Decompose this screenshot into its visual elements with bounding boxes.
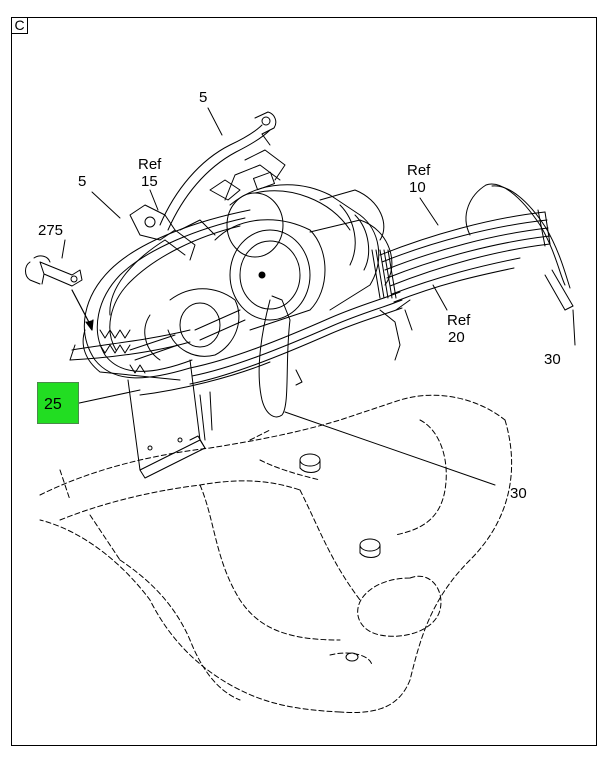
callout-ref10-number: 10 xyxy=(409,179,426,196)
callout-ref15-number: 15 xyxy=(141,173,158,190)
callout-30-bottom: 30 xyxy=(510,485,527,502)
tank-outline xyxy=(39,394,513,714)
view-letter-label: C xyxy=(11,17,28,34)
callout-5-left: 5 xyxy=(78,173,87,190)
starter-motor xyxy=(129,149,393,361)
callout-ref20-label: Ref xyxy=(447,312,471,329)
lower-cables xyxy=(139,291,413,441)
cable-loop xyxy=(69,209,251,381)
upper-cable xyxy=(159,111,277,231)
callout-5-top: 5 xyxy=(199,89,208,106)
tank-studs xyxy=(299,453,381,662)
clip-275 xyxy=(25,255,83,287)
main-harness xyxy=(371,183,574,311)
leader-lines xyxy=(61,107,576,486)
callout-275: 275 xyxy=(38,222,64,239)
mounting-bracket xyxy=(127,359,206,479)
callout-30-right: 30 xyxy=(544,351,561,368)
callout-ref15-label: Ref xyxy=(138,156,162,173)
callout-25-label: 25 xyxy=(44,396,62,413)
arrow-275 xyxy=(71,289,94,331)
callout-ref20-number: 20 xyxy=(448,329,465,346)
diagram-frame xyxy=(11,17,597,746)
highlighted-callout-25[interactable]: 25 xyxy=(37,382,79,424)
left-terminal xyxy=(129,204,196,261)
callout-ref10-label: Ref xyxy=(407,162,431,179)
